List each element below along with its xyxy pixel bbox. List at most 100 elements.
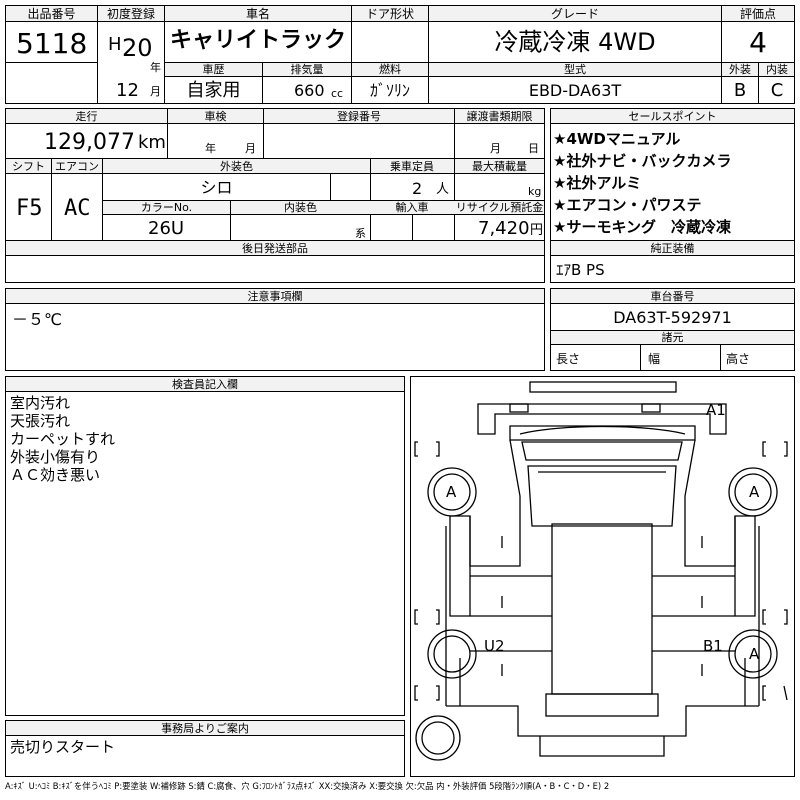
fuel: ｶﾞｿﾘﾝ xyxy=(369,81,410,100)
interior-color-label: 内装色 xyxy=(284,201,317,214)
era: H xyxy=(108,34,122,55)
height-label: 高さ xyxy=(726,352,751,366)
shift-label: シフト xyxy=(12,160,45,173)
first-reg-label: 初度登録 xyxy=(106,7,155,21)
car-name: キャリイトラック xyxy=(169,28,346,53)
sales-item: ★社外ナビ・バックカメラ xyxy=(553,152,732,170)
damage-mark: A xyxy=(749,483,760,501)
max-load-label: 最大積載量 xyxy=(472,160,527,173)
car-name-label: 車名 xyxy=(245,7,270,21)
door-header xyxy=(352,6,428,22)
damage-mark: A xyxy=(749,645,760,663)
lot-number-header xyxy=(6,6,97,22)
damage-mark: U2 xyxy=(484,637,505,655)
exterior-label: 外装 xyxy=(729,63,751,76)
score: 4 xyxy=(749,26,767,59)
width-label: 幅 xyxy=(648,352,661,366)
reg-year: 20 xyxy=(122,34,153,62)
chassis-number: DA63T-592971 xyxy=(613,308,732,327)
mileage-unit: km xyxy=(138,132,166,153)
history: 自家用 xyxy=(186,80,241,101)
history-label: 車歴 xyxy=(202,63,225,76)
damage-mark: A xyxy=(446,483,457,501)
sales-label: セールスポイント xyxy=(628,110,717,123)
grade-label: グレード xyxy=(550,7,599,21)
shift: F5 xyxy=(16,196,43,221)
model-label: 型式 xyxy=(564,63,586,76)
recycle: 7,420 xyxy=(478,218,530,239)
grade: 冷蔵冷凍 4WD xyxy=(494,28,656,56)
displacement-unit: cc xyxy=(331,87,344,100)
displacement: 660 xyxy=(294,81,325,100)
details-section xyxy=(5,108,545,283)
reg-number-label: 登録番号 xyxy=(337,110,381,123)
import-label: 輸入車 xyxy=(395,201,429,214)
inspection-year-unit: 年 xyxy=(205,142,216,155)
dims-label: 諸元 xyxy=(661,331,684,344)
color-label: 外装色 xyxy=(220,160,253,173)
notes-value: －５℃ xyxy=(12,310,62,329)
lot-number: 5118 xyxy=(16,27,88,60)
reg-month: 12 xyxy=(116,80,139,101)
capacity: 2 xyxy=(412,179,423,198)
interior-score: C xyxy=(770,80,784,101)
notes-label: 注意事項欄 xyxy=(247,290,303,303)
color: シロ xyxy=(200,178,233,197)
exterior-score: B xyxy=(733,80,747,101)
lot-number-label: 出品番号 xyxy=(27,7,76,21)
interior-color-unit: 系 xyxy=(355,227,366,240)
first-reg-header xyxy=(98,6,164,22)
transfer-day-unit: 日 xyxy=(528,142,539,155)
car-name-header xyxy=(165,6,351,22)
header-section xyxy=(5,5,795,104)
damage-mark: B1 xyxy=(703,637,723,655)
capacity-unit: 人 xyxy=(436,182,450,197)
office-value: 売切りスタート xyxy=(10,738,116,756)
car-diagram-section xyxy=(410,376,795,777)
inspector-label: 検査員記入欄 xyxy=(172,378,238,391)
fuel-label: 燃料 xyxy=(379,63,401,76)
recycle-label: リサイクル預託金 xyxy=(455,201,544,214)
equipment-value: ｴｱB PS xyxy=(556,261,605,279)
inspector-line: カーペットすれ xyxy=(10,430,116,448)
recycle-unit: 円 xyxy=(530,223,544,238)
later-parts-label: 後日発送部品 xyxy=(242,242,308,255)
inspector-line: 外装小傷有り xyxy=(10,448,101,466)
length-label: 長さ xyxy=(556,352,581,366)
score-label: 評価点 xyxy=(739,7,776,21)
sales-item: ★サーモキング 冷蔵冷凍 xyxy=(553,218,731,236)
model: EBD-DA63T xyxy=(528,81,622,100)
inspection-label: 車検 xyxy=(204,110,227,123)
car-diagram xyxy=(414,381,788,761)
ac: AC xyxy=(64,196,91,221)
office-section xyxy=(5,720,405,777)
ac-label: エアコン xyxy=(55,160,99,173)
inspection-month-unit: 月 xyxy=(245,142,256,155)
month-unit: 月 xyxy=(150,85,161,98)
chassis-label: 車台番号 xyxy=(650,290,695,303)
sales-points-section xyxy=(550,108,795,283)
color-no-label: カラーNo. xyxy=(140,201,193,214)
equipment-label: 純正装備 xyxy=(650,242,695,255)
sales-item: ★エアコン・パワステ xyxy=(553,196,702,214)
notes-section xyxy=(5,288,545,371)
inspector-line: ＡＣ効き悪い xyxy=(10,466,101,484)
transfer-month-unit: 月 xyxy=(490,142,501,155)
capacity-label: 乗車定員 xyxy=(390,160,434,173)
max-load-unit: kg xyxy=(528,185,542,198)
door-label: ドア形状 xyxy=(365,7,414,21)
color-no: 26U xyxy=(148,218,185,239)
grade-header xyxy=(429,6,721,22)
inspector-line: 天張汚れ xyxy=(10,412,71,430)
legend: A:ｷｽﾞ U:ﾍｺﾐ B:ｷｽﾞを伴うﾍｺﾐ P:要塗装 W:補修跡 S:錆 … xyxy=(5,781,610,791)
score-header xyxy=(722,6,794,22)
interior-label: 内装 xyxy=(766,63,788,76)
sales-item: ★社外アルミ xyxy=(553,174,642,192)
year-unit: 年 xyxy=(150,61,161,74)
damage-mark: A1 xyxy=(706,401,726,419)
mileage-label: 走行 xyxy=(75,110,98,123)
office-label: 事務局よりご案内 xyxy=(161,722,249,735)
inspector-line: 室内汚れ xyxy=(10,394,71,412)
chassis-section xyxy=(550,288,795,371)
sales-item: ★4WDマニュアル xyxy=(553,130,681,148)
